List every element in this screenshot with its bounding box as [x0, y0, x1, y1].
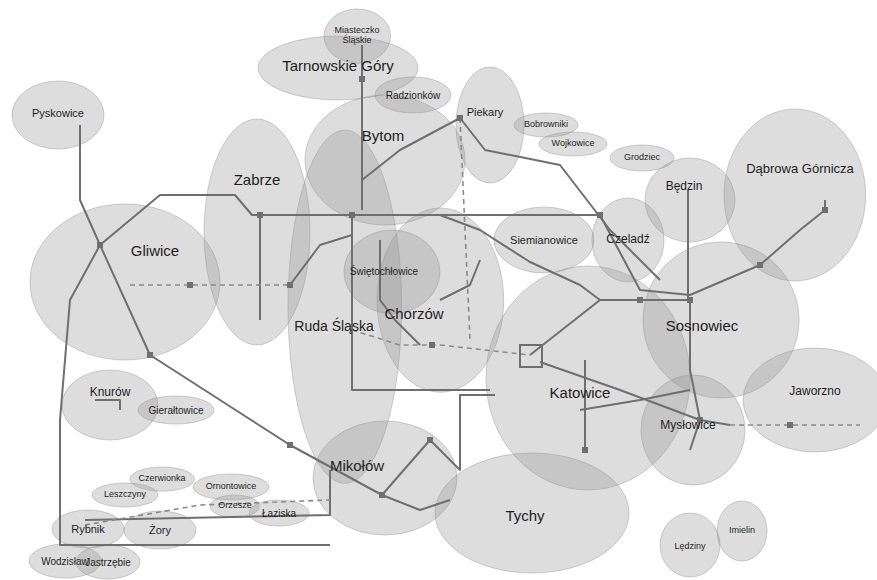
city-name: Bobrowniki	[524, 120, 568, 130]
city-name: Lędziny	[674, 542, 705, 552]
city-area: Siemianowice	[494, 207, 594, 273]
city-name: Czerwionka	[138, 474, 185, 484]
city-name: Piekary	[467, 106, 504, 118]
city-ellipse	[743, 348, 877, 452]
city-outline	[124, 511, 196, 549]
city-outline	[76, 545, 140, 579]
city-area: Jaworzno	[743, 348, 877, 452]
city-name: Grodziec	[624, 153, 660, 163]
city-name: Chorzów	[384, 306, 443, 323]
city-name: Łaziska	[262, 508, 296, 519]
city-name: Zabrze	[234, 172, 281, 189]
city-outline	[52, 510, 124, 548]
city-outline	[377, 208, 504, 392]
city-name: Żory	[149, 524, 171, 536]
city-name: Będzin	[666, 180, 703, 193]
city-area: Imielin	[717, 501, 767, 561]
city-name: Ornontowice	[206, 482, 257, 492]
city-name: Knurów	[90, 386, 131, 399]
city-outline	[249, 500, 309, 526]
city-name: Wojkowice	[552, 139, 595, 149]
city-outline	[30, 204, 220, 360]
city-name: Sosnowiec	[666, 318, 739, 335]
city-name: Jaworzno	[789, 385, 840, 398]
city-area: Żory	[124, 511, 196, 549]
city-name: Ruda Śląska	[294, 319, 373, 334]
city-area: Gliwice	[30, 204, 220, 360]
city-name: Gierałtowice	[148, 405, 203, 416]
city-name: Orzesze	[218, 501, 252, 511]
city-name: Jastrzębie	[85, 557, 131, 568]
city-name: Gliwice	[131, 243, 179, 260]
city-area: Gierałtowice	[138, 396, 214, 424]
city-name: Czeladź	[606, 233, 649, 246]
city-name: Imielin	[729, 526, 755, 536]
city-name: Tychy	[505, 508, 544, 525]
city-name: Katowice	[550, 385, 611, 402]
city-name: Mikołów	[330, 458, 384, 475]
city-outline	[717, 501, 767, 561]
city-name: Dąbrowa Górnicza	[746, 162, 854, 176]
city-name: Wodzisław	[41, 556, 89, 567]
city-outline	[138, 396, 214, 424]
city-name: Tarnowskie Góry	[282, 58, 394, 75]
city-area: Pyskowice	[12, 81, 104, 149]
city-outline	[12, 81, 104, 149]
city-name: Pyskowice	[32, 107, 84, 119]
city-ellipse	[377, 208, 504, 392]
city-outline	[539, 132, 607, 156]
city-area: Chorzów	[377, 208, 504, 392]
city-area: Rybnik	[52, 510, 124, 548]
city-ellipse	[30, 204, 220, 360]
city-outline	[641, 375, 745, 485]
city-name: Siemianowice	[510, 234, 578, 246]
city-name: Leszczyny	[104, 490, 146, 500]
city-area: Mysłowice	[641, 375, 745, 485]
city-outline	[743, 348, 877, 452]
city-outline	[660, 513, 720, 577]
city-name: Świętochłowice	[350, 265, 418, 276]
city-outline	[435, 453, 629, 573]
city-name: Mysłowice	[660, 419, 715, 432]
city-area: Tychy	[435, 453, 629, 573]
city-name: Radzionków	[386, 90, 440, 101]
city-area: Leszczyny	[92, 483, 158, 507]
city-name: Bytom	[362, 128, 405, 145]
city-outline	[92, 483, 158, 507]
city-area: Jastrzębie	[76, 545, 140, 579]
city-area: Łaziska	[249, 500, 309, 526]
city-area: Wojkowice	[539, 132, 607, 156]
city-name: Miasteczko Śląskie	[331, 26, 383, 46]
city-name: Rybnik	[71, 523, 105, 535]
city-area: Lędziny	[660, 513, 720, 577]
city-outline	[494, 207, 594, 273]
